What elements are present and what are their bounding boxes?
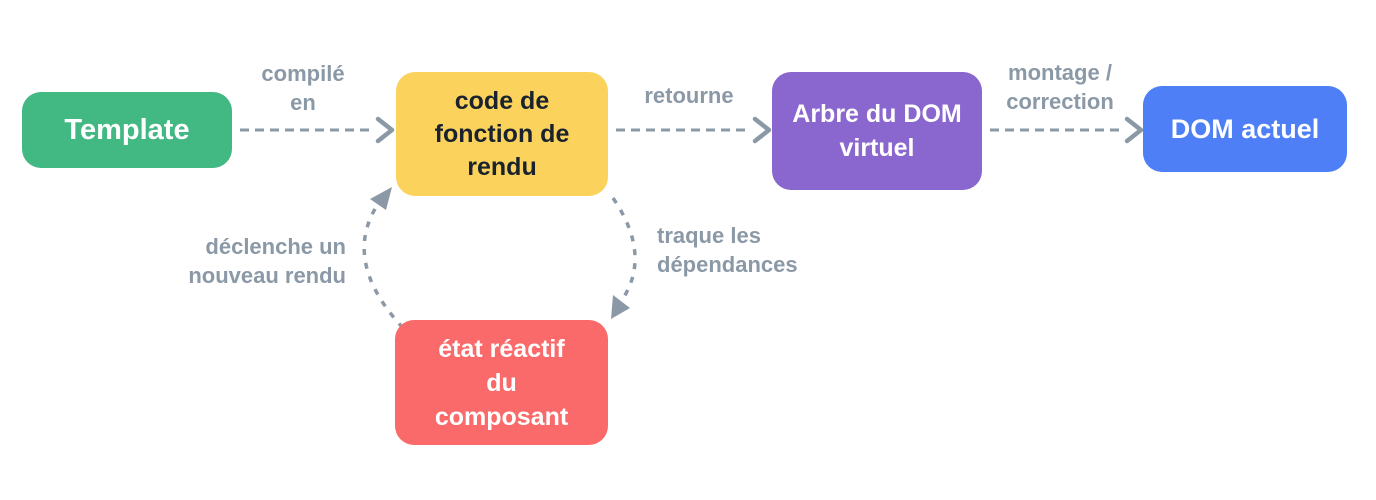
node-render-function-code: code de fonction de rendu: [396, 72, 608, 196]
arrow-render-to-vdom-head-icon: [752, 116, 772, 144]
arc-state-to-render-line: [362, 203, 405, 330]
arrow-vdom-to-dom-head-icon: [1124, 116, 1144, 144]
edge-label-compiled-into: compilé en: [261, 61, 345, 115]
edge-label-triggers-rerender: déclenche un nouveau rendu: [188, 234, 346, 288]
arc-render-to-state-line: [611, 197, 637, 301]
arc-render-to-state-head-icon: [611, 295, 630, 319]
edge-label-returns: retourne: [644, 83, 734, 108]
node-component-reactive-state: état réactif du composant: [395, 320, 608, 445]
arc-state-to-render-head-icon: [370, 187, 392, 210]
node-actual-dom: DOM actuel: [1143, 86, 1347, 172]
edge-label-tracks-dependencies: traque les dépendances: [657, 223, 798, 277]
node-virtual-dom-tree: Arbre du DOM virtuel: [772, 72, 982, 190]
edge-label-mount-patch: montage / correction: [1006, 60, 1114, 114]
node-template: Template: [22, 92, 232, 168]
arrow-template-to-render-head-icon: [375, 116, 395, 144]
